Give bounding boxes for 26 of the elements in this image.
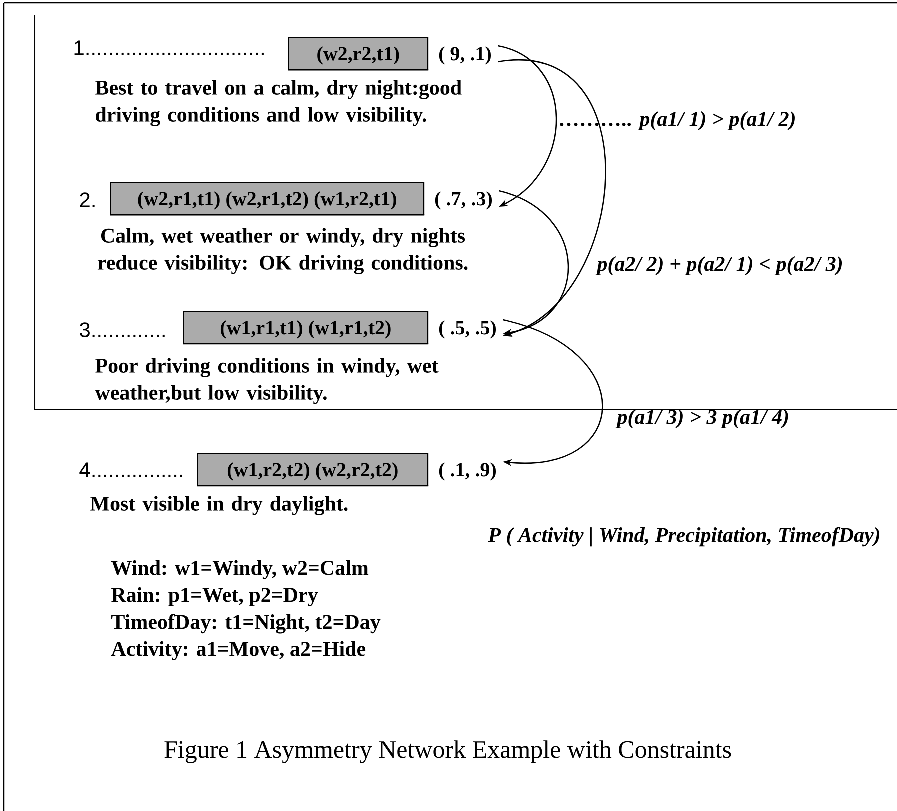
constraint-formula: p(a2/ 2) + p(a2/ 1) < p(a2/ 3): [596, 256, 842, 276]
description-text: Calm, wet weather or windy, dry nights reduce visibility: OK driving conditions.: [98, 228, 468, 274]
node-label: ( .7, .3): [435, 192, 492, 210]
node-label: ( .5, .5): [439, 320, 496, 339]
state-box: (w2,r1,t1) (w2,r1,t2) (w1,r2,t1) ( .7, .3): [110, 182, 492, 216]
curved-arrow: [498, 45, 558, 207]
constraint-formula: p(a1/ 3) > 3 p(a1/ 4): [616, 409, 788, 429]
legend-text: TimeofDay: t1=Night, t2=Day: [112, 614, 381, 634]
caption: Figure 1 Asymmetry Network Example with Constraints: [164, 740, 732, 764]
node-label: ( .1, .9): [439, 462, 496, 481]
state-box: (w1,r2,t2) (w2,r2,t2) ( .1, .9): [197, 453, 496, 487]
step-number: 3.............: [80, 322, 165, 338]
description-text: Most visible in dry daylight.: [90, 496, 348, 516]
legend-text: Wind: w1=Windy, w2=Calm: [112, 560, 369, 580]
state-box: (w1,r1,t1) (w1,r1,t2) ( .5, .5): [183, 311, 496, 345]
step-number: 1...............................: [74, 40, 264, 56]
curved-arrow: [498, 60, 606, 337]
legend-text: Rain: p1=Wet, p2=Dry: [112, 587, 318, 607]
curved-arrow: [498, 190, 570, 336]
legend-text: Activity: a1=Move, a2=Hide: [111, 641, 366, 661]
description-text: Poor driving conditions in windy, wet weather,but low visibility.: [95, 358, 439, 404]
state-box: (w2,r2,t1) ( 9, .1): [288, 37, 491, 71]
probability-formula: P ( Activity | Wind, Precipitation, TimeofDay): [488, 527, 880, 547]
node-label: ( 9, .1): [439, 46, 492, 65]
description-text: Best to travel on a calm, dry night:good driving conditions and low visibility.: [96, 80, 462, 126]
curved-arrow: [502, 319, 604, 466]
